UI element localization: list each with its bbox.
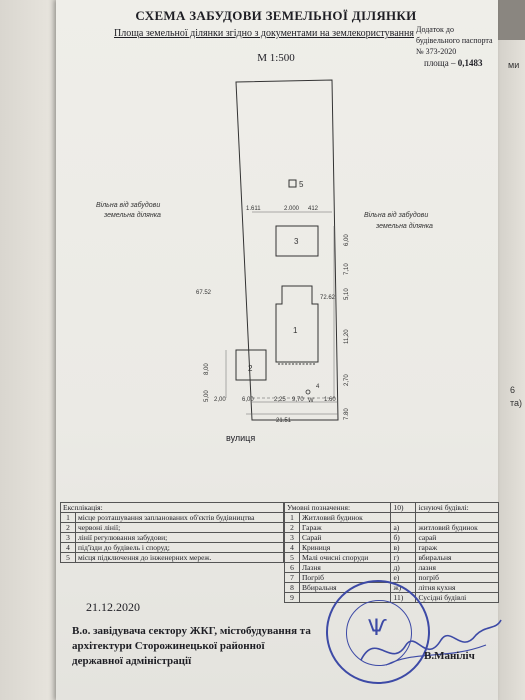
dim-top-a: 1.611: [246, 206, 261, 212]
label-5: 5: [299, 180, 304, 189]
dim-right-e: 2,70: [344, 374, 350, 386]
mark-4: 4: [316, 384, 320, 390]
handwritten-signature: [360, 619, 502, 666]
document-page: СХЕМА ЗАБУДОВИ ЗЕМЕЛЬНОЇ ДІЛЯНКИ Площа з…: [56, 0, 502, 700]
legend-header: Експлікація:: [60, 502, 284, 513]
dim-bottom-c: 2,25: [274, 397, 286, 403]
dim-left-b: 5,00: [204, 390, 210, 402]
area-value: 0,1483: [457, 58, 483, 68]
signatory-title: В.о. завідувача сектору ЖКГ, містобудува…: [72, 625, 311, 667]
well-4: [305, 389, 311, 395]
dim-right-c: 5,10: [344, 288, 350, 300]
label-3: 3: [294, 237, 299, 246]
dim-right-f: 1.60: [324, 397, 336, 403]
dim-top-c: 412: [308, 206, 319, 212]
building-1: [275, 285, 319, 363]
dim-right-b: 7,10: [344, 263, 350, 275]
scale-label: М 1:500: [257, 52, 295, 64]
building-2: [235, 349, 267, 381]
document-subtitle: Площа земельної ділянки згідно з докумен…: [114, 28, 414, 39]
document-date: 21.12.2020: [86, 600, 140, 614]
area-label: площа – 0,1483: [424, 58, 483, 68]
background-sheet: [0, 0, 60, 700]
left-zone-line1: Вільна від забудови: [96, 201, 160, 209]
signatory-name: В.Маніліч: [424, 650, 475, 662]
document-title: СХЕМА ЗАБУДОВИ ЗЕМЕЛЬНОЇ ДІЛЯНКИ: [135, 8, 417, 23]
symbols-header: Умовні позначення:: [283, 502, 392, 513]
side-fragment-mid2: та): [510, 398, 523, 408]
dim-front-c: 7.80: [344, 408, 350, 420]
mark-w: W: [308, 398, 314, 404]
septic-5: [288, 179, 297, 188]
side-fragment-mid1: 6: [510, 385, 516, 395]
label-1: 1: [293, 326, 298, 335]
dim-front-width: 21.51: [276, 418, 292, 424]
right-zone-line2: земельна ділянка: [375, 222, 433, 230]
site-plan: Вільна від забудови земельна ділянка Віл…: [96, 79, 433, 424]
dim-bottom-d: 9,70: [292, 397, 304, 403]
dim-left-a: 8,00: [204, 363, 210, 375]
dim-top-b: 2.000: [284, 206, 300, 212]
appendix-note: Додаток до будівельного паспорта № 373-2…: [416, 25, 493, 56]
left-zone-line2: земельна ділянка: [103, 211, 161, 219]
street-label: вулиця: [226, 433, 256, 443]
dim-bottom-a: 2,00: [214, 397, 226, 403]
dim-bottom-b: 6,00: [242, 397, 254, 403]
dim-right-a: 6,00: [344, 234, 350, 246]
dim-right-d: 11,20: [344, 329, 350, 344]
building-3: [275, 225, 319, 257]
dim-right-side: 72.62: [320, 295, 336, 301]
official-stamp: Ѱ: [326, 580, 430, 684]
plot-boundary: [235, 79, 339, 421]
label-2: 2: [248, 364, 253, 373]
dim-left-side: 67.52: [196, 290, 212, 296]
side-fragment-top: ми: [508, 60, 520, 70]
right-zone-line1: Вільна від забудови: [364, 211, 428, 219]
